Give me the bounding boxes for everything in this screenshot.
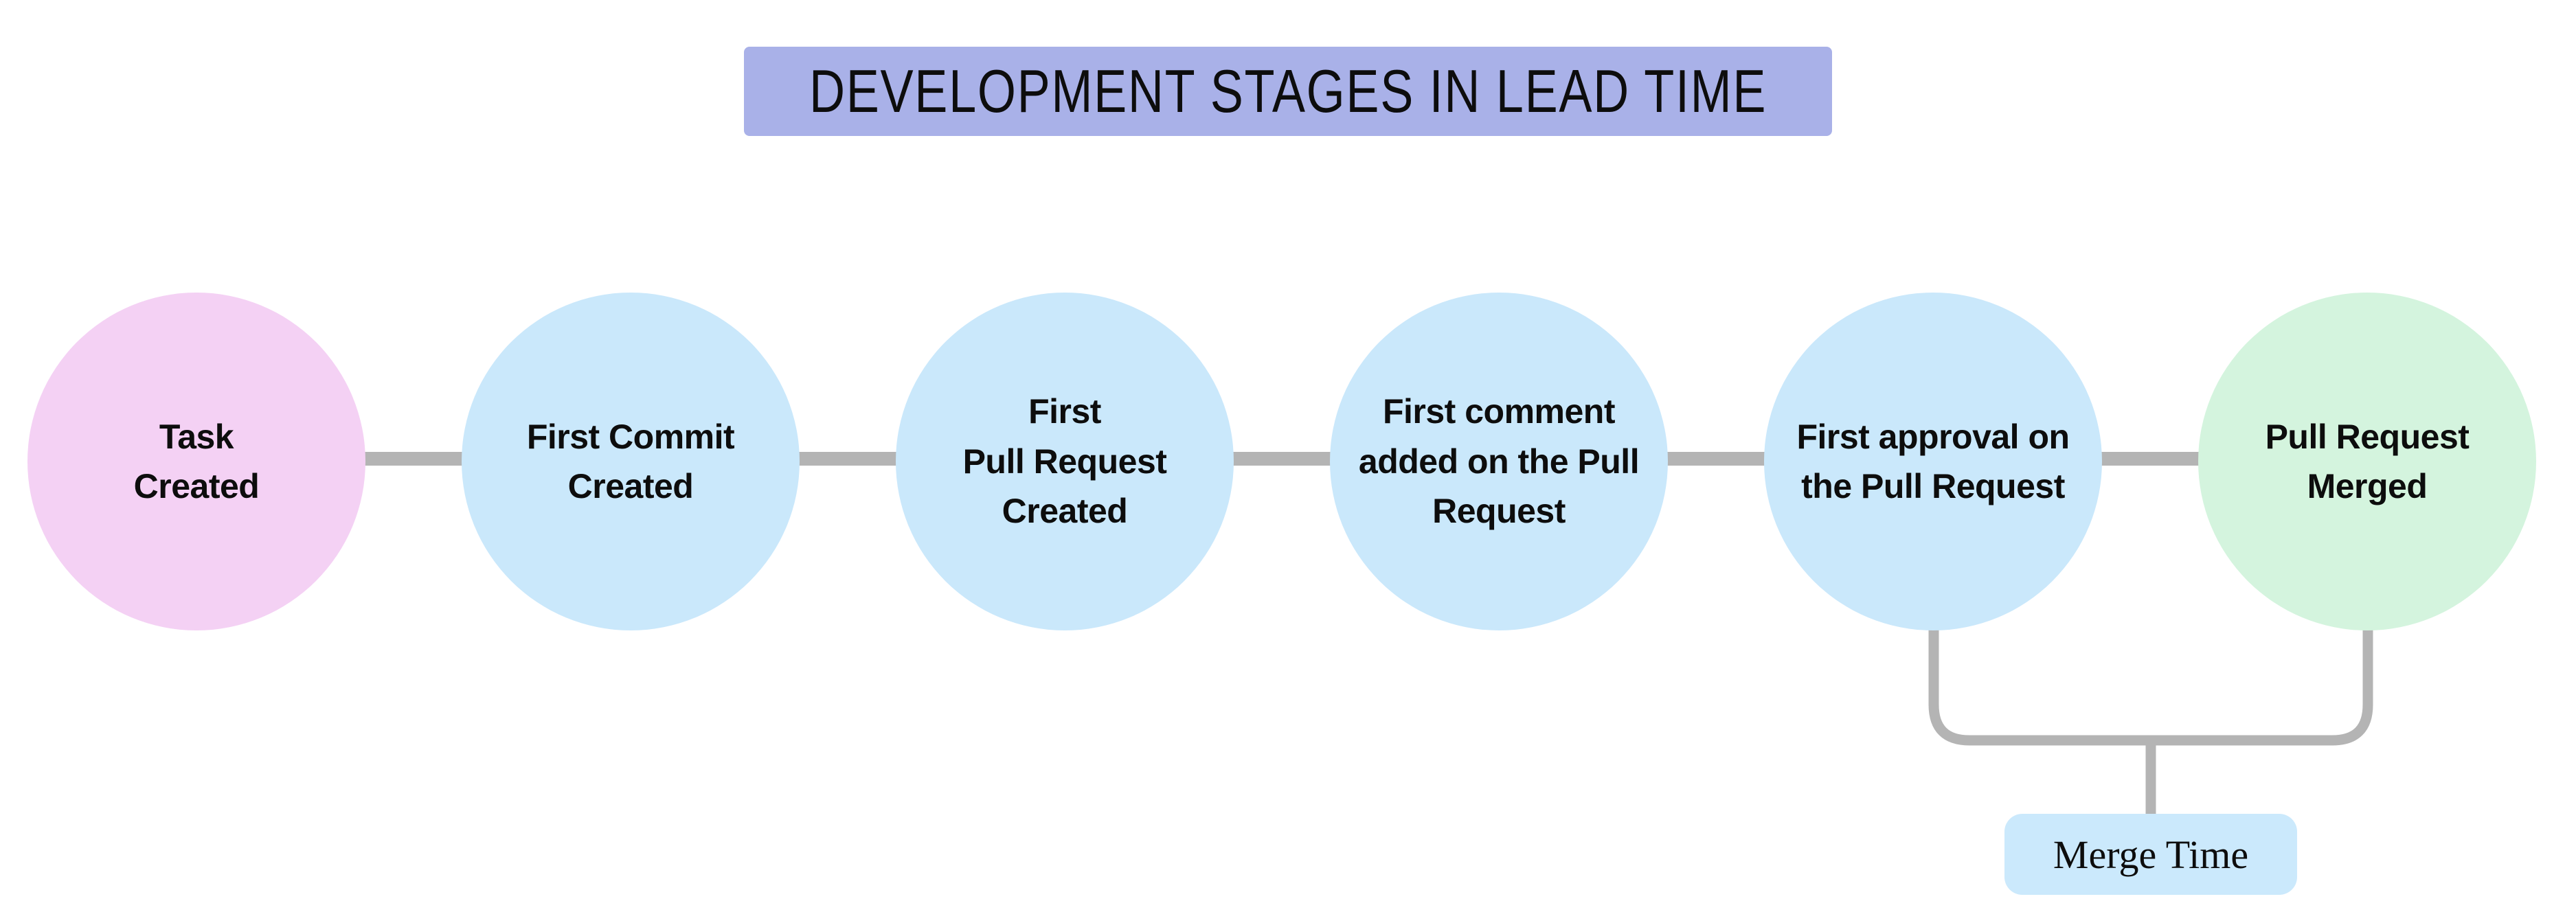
stage-label: First approval on the Pull Request xyxy=(1796,417,2070,506)
stage-label: Task Created xyxy=(133,417,260,506)
stage-circle-first-comment: First comment added on the Pull Request xyxy=(1330,293,1668,630)
merge-time-bracket xyxy=(1928,628,2373,746)
merge-time-label-box: Merge Time xyxy=(2004,814,2297,895)
merge-time-label: Merge Time xyxy=(2053,832,2249,877)
stage-circle-pull-request-merged: Pull Request Merged xyxy=(2198,293,2536,630)
stage-circle-task-created: Task Created xyxy=(27,293,365,630)
stage-label: Pull Request Merged xyxy=(2265,417,2470,506)
stage-label: First comment added on the Pull Request xyxy=(1358,392,1640,531)
stage-circle-first-pull-request: First Pull Request Created xyxy=(896,293,1234,630)
stage-circle-first-approval: First approval on the Pull Request xyxy=(1764,293,2102,630)
diagram-title-box: DEVELOPMENT STAGES IN LEAD TIME xyxy=(744,47,1832,136)
stage-label: First Pull Request Created xyxy=(962,392,1167,531)
stage-label: First Commit Created xyxy=(526,417,735,506)
diagram-title: DEVELOPMENT STAGES IN LEAD TIME xyxy=(809,57,1767,125)
stage-circle-first-commit: First Commit Created xyxy=(462,293,800,630)
